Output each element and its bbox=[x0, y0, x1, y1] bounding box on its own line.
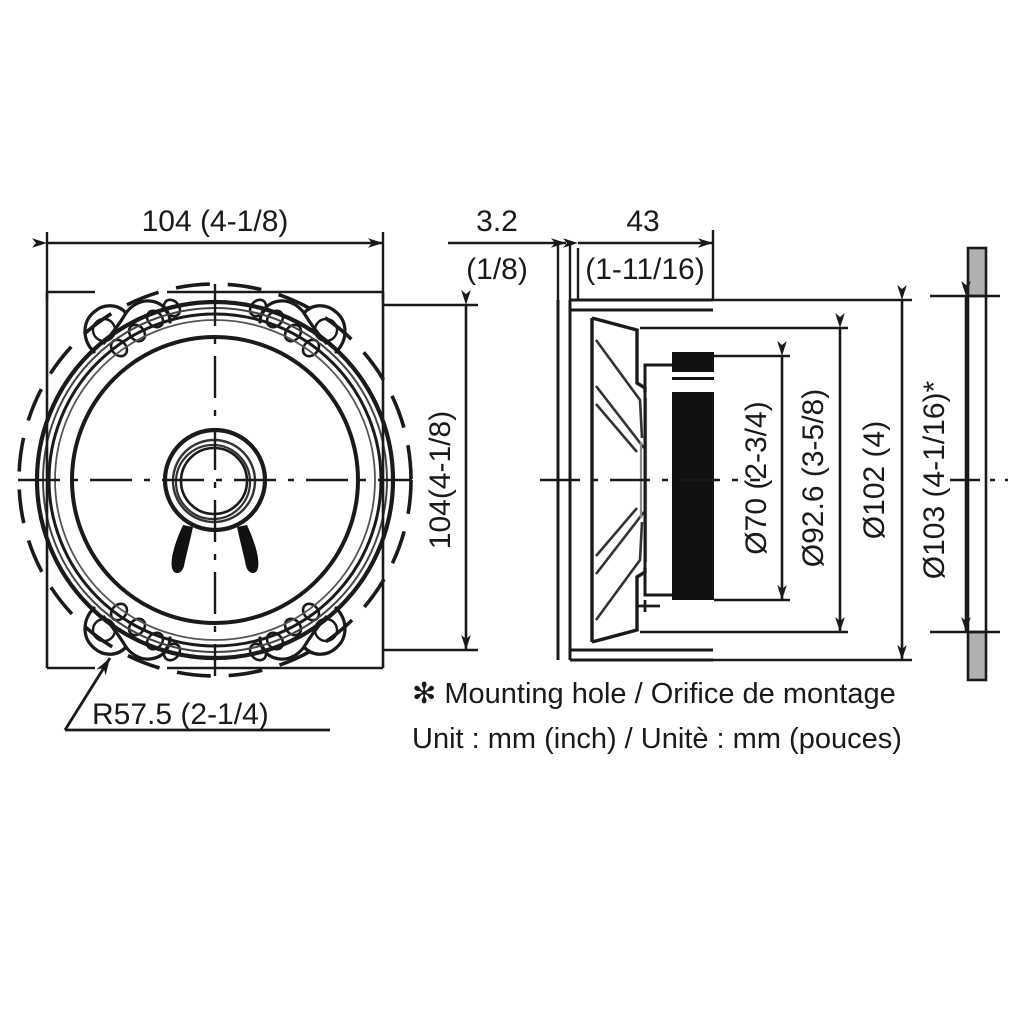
leader-line-radius bbox=[63, 657, 112, 731]
dimension-label-dia-basket: Ø92.6 (3-5/8) bbox=[797, 389, 830, 567]
cone-inner-lines bbox=[594, 339, 646, 621]
dimension-flange-thickness: 3.2 (1/8) bbox=[448, 205, 572, 300]
magnet-assembly bbox=[643, 352, 714, 600]
side-section-view bbox=[540, 298, 760, 662]
notes-block: ✻ Mounting hole / Orifice de montage Uni… bbox=[412, 678, 902, 755]
magnet-gap-band-2 bbox=[672, 372, 714, 377]
terminal-tab-right bbox=[237, 525, 259, 574]
dimension-label-dia-mounting-hole: Ø103 (4-1/16)* bbox=[918, 380, 951, 579]
dimension-radius-corner: R57.5 (2-1/4) bbox=[63, 657, 330, 732]
panel-bottom-section bbox=[966, 630, 988, 682]
front-view bbox=[17, 282, 413, 678]
dimension-label-height-right: 104(4-1/8) bbox=[424, 411, 457, 549]
front-view-centerlines bbox=[18, 284, 412, 676]
dimension-label-flange-value: 3.2 bbox=[476, 205, 518, 238]
dimension-width-top: 104 (4-1/8) bbox=[32, 205, 385, 300]
dimension-label-depth-value: 43 bbox=[626, 205, 659, 238]
tweeter-ring-3 bbox=[174, 443, 252, 521]
dimension-label-width-top: 104 (4-1/8) bbox=[142, 205, 289, 238]
note-unit: Unit : mm (inch) / Unitè : mm (pouces) bbox=[412, 723, 902, 755]
dimension-label-dia-outer: Ø102 (4) bbox=[858, 421, 891, 539]
dimension-label-radius-corner: R57.5 (2-1/4) bbox=[92, 698, 269, 731]
dimension-dia-magnet: Ø70 (2-3/4) bbox=[714, 341, 790, 602]
panel-top-section bbox=[966, 246, 988, 298]
dimension-dia-basket: Ø92.6 (3-5/8) bbox=[640, 313, 848, 634]
dimension-label-depth-inch: (1-11/16) bbox=[585, 253, 705, 286]
dimension-dia-mounting-hole: Ø103 (4-1/16)* bbox=[918, 281, 1000, 634]
dimension-dia-outer: Ø102 (4) bbox=[570, 285, 912, 662]
rear-bracket bbox=[637, 600, 660, 612]
dimension-height-right: 104(4-1/8) bbox=[383, 290, 478, 652]
dimension-label-flange-inch: (1/8) bbox=[466, 253, 528, 286]
dimension-label-dia-magnet: Ø70 (2-3/4) bbox=[740, 401, 773, 554]
magnet-gap-band bbox=[672, 380, 714, 392]
note-mounting-hole: ✻ Mounting hole / Orifice de montage bbox=[412, 678, 896, 710]
terminal-tab-left bbox=[171, 525, 193, 574]
dimension-depth: 43 (1-11/16) bbox=[563, 205, 715, 300]
magnet-block bbox=[672, 352, 714, 600]
